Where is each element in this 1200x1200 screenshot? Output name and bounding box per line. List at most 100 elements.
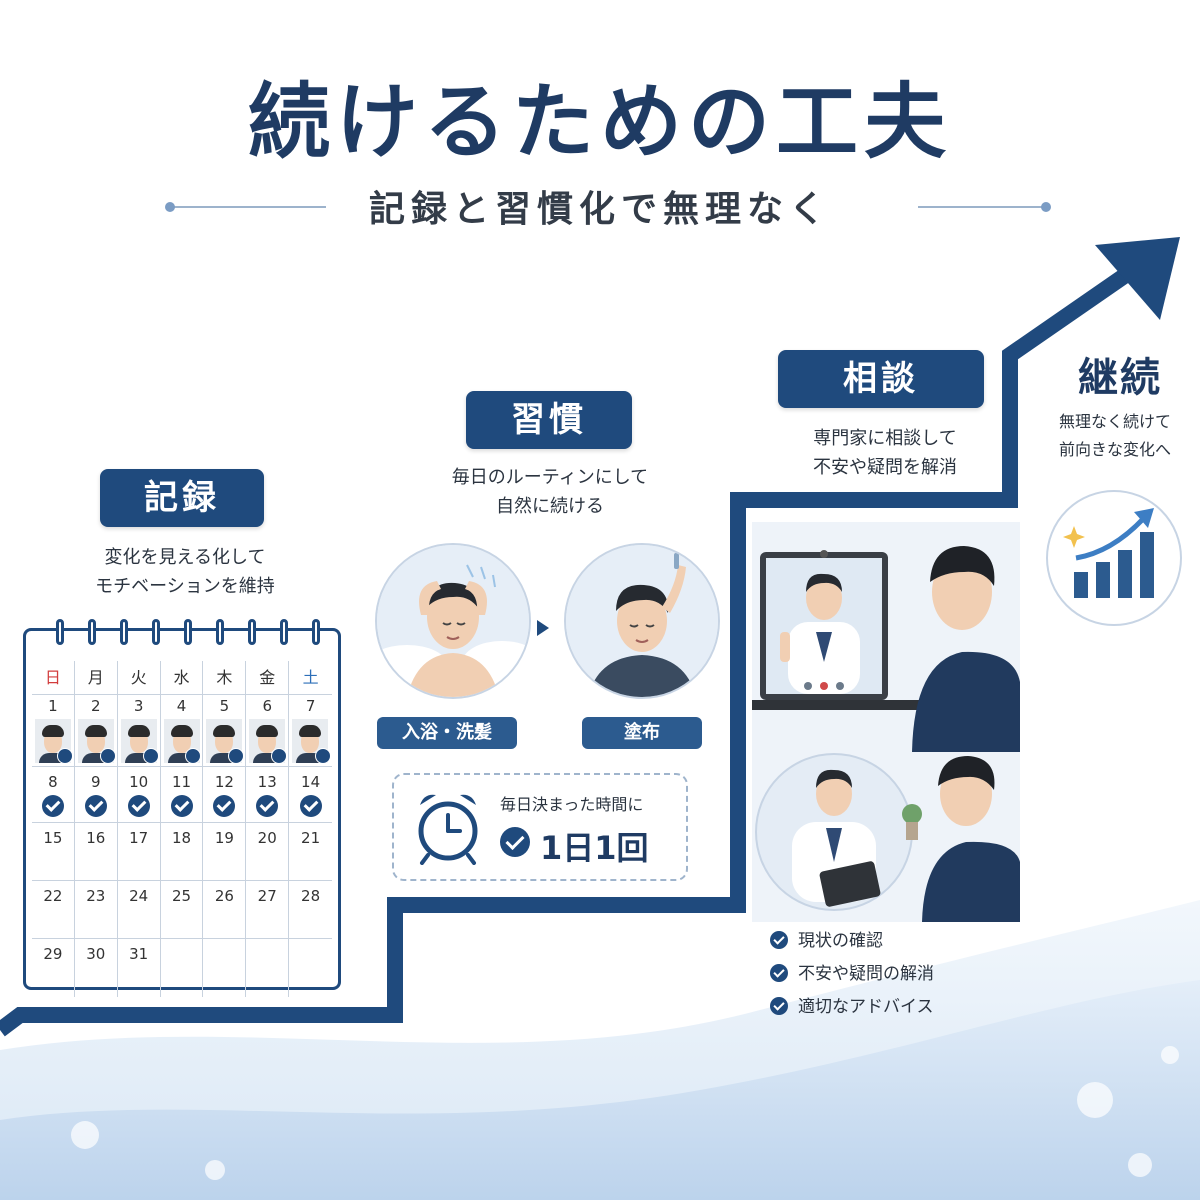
weekday-sat: 土: [289, 661, 333, 695]
checklist-item: 不安や疑問の解消: [770, 958, 1010, 991]
routine-label-apply: 塗布: [582, 717, 702, 749]
calendar-photo-cell: [160, 717, 204, 767]
calendar-day: 18: [160, 823, 204, 881]
staircase-arrowhead: [1095, 237, 1180, 320]
consult-illustration: [748, 522, 1020, 922]
calendar-day: 9: [91, 773, 101, 791]
calendar-day: 20: [246, 823, 290, 881]
weekday-fri: 金: [246, 661, 290, 695]
calendar-day: 7: [305, 697, 316, 715]
check-icon: [315, 748, 332, 764]
calendar-week-5: 29 30 31: [32, 939, 332, 997]
page-subtitle: 記録と習慣化で無理なく: [368, 189, 831, 230]
weekday-thu: 木: [203, 661, 247, 695]
calendar-day: 14: [301, 773, 321, 791]
calendar-day: 24: [117, 881, 161, 939]
calendar-day-checked: 10: [117, 767, 161, 823]
calendar-grid: 日 月 火 水 木 金 土 1 2 3 4 5 6 7 8 9 10 11 12…: [32, 661, 333, 997]
calendar-ring: [280, 619, 288, 645]
routine-box: 毎日決まった時間に 1日1回: [392, 773, 688, 881]
step-desc-habit-line2: 自然に続ける: [496, 496, 604, 517]
checklist-label: 現状の確認: [798, 931, 883, 951]
check-icon: [84, 795, 107, 817]
routine-label-bath: 入浴・洗髪: [377, 717, 517, 749]
check-icon: [770, 931, 788, 949]
check-icon: [228, 748, 245, 764]
calendar-photo-cell: [289, 717, 333, 767]
step-desc-record: 変化を見える化して モチベーションを維持: [40, 543, 330, 601]
calendar-photo-row: [32, 717, 333, 767]
checklist-label: 適切なアドバイス: [798, 997, 934, 1017]
alarm-clock-icon: [418, 794, 478, 865]
calendar-day: 12: [214, 773, 234, 791]
calendar-ring: [184, 619, 192, 645]
calendar-day: 30: [75, 939, 118, 997]
calendar-photo-cell: [246, 717, 290, 767]
bubbles: [71, 1046, 1179, 1180]
applying-illustration: [564, 543, 720, 699]
calendar-day: 4: [161, 695, 204, 717]
bathing-illustration: [375, 543, 531, 699]
checklist-item: 適切なアドバイス: [770, 991, 1010, 1024]
calendar-day: 26: [203, 881, 247, 939]
calendar-day-checked: 12: [203, 767, 247, 823]
calendar-day: 6: [246, 695, 290, 717]
calendar-ring: [216, 619, 224, 645]
step-badge-consult: 相談: [778, 350, 984, 408]
step-desc-habit-line1: 毎日のルーティンにして: [451, 467, 649, 488]
calendar-day: 10: [129, 773, 149, 791]
weekday-wed: 水: [160, 661, 204, 695]
calendar-day-checked: 8: [32, 767, 75, 823]
check-icon: [185, 748, 202, 764]
calendar-day: 28: [289, 881, 333, 939]
calendar-week-3: 15 16 17 18 19 20 21: [32, 823, 333, 881]
calendar-day-checked: 14: [289, 767, 333, 823]
wave-front: [0, 980, 1200, 1200]
calendar-ring: [56, 619, 64, 645]
weekday-mon: 月: [74, 661, 118, 695]
calendar-day: [203, 939, 247, 997]
arrow-right-icon: [537, 620, 549, 636]
check-icon: [256, 795, 279, 817]
calendar-day: 27: [246, 881, 290, 939]
weekday-tue: 火: [117, 661, 161, 695]
subtitle-rule-right: [918, 202, 1051, 212]
calendar-day: 23: [74, 881, 118, 939]
calendar-day: [246, 939, 290, 997]
step-badge-record: 記録: [100, 469, 264, 527]
check-icon: [271, 748, 288, 764]
calendar-day: 15: [32, 823, 75, 881]
calendar-week-4: 22 23 24 25 26 27 28: [32, 881, 333, 939]
check-icon: [56, 748, 73, 764]
step-desc-habit: 毎日のルーティンにして 自然に続ける: [400, 463, 700, 521]
check-icon: [213, 795, 236, 817]
calendar-photo-cell: [32, 717, 75, 767]
calendar-day: [289, 939, 332, 997]
step-desc-continue-line2: 前向きな変化へ: [1058, 440, 1171, 459]
routine-caption: 毎日決まった時間に: [500, 795, 644, 814]
calendar-week-2: 8 9 10 11 12 13 14: [32, 767, 333, 823]
page-title: 続けるための工夫: [247, 75, 952, 170]
check-icon: [500, 827, 530, 857]
calendar-day: 5: [203, 695, 247, 717]
calendar-ring: [248, 619, 256, 645]
checklist-item: 現状の確認: [770, 925, 1010, 958]
calendar-day: 1: [32, 695, 75, 717]
step-desc-continue: 無理なく続けて 前向きな変化へ: [1035, 408, 1195, 464]
staircase-line: [0, 265, 1135, 1037]
calendar-day: 19: [203, 823, 247, 881]
calendar-day: 11: [171, 773, 192, 791]
scalp-photo-thumbnail: [120, 719, 157, 763]
check-icon: [770, 997, 788, 1015]
calendar-day-checked: 11: [160, 767, 204, 823]
check-icon: [770, 964, 788, 982]
weekday-sun: 日: [32, 661, 75, 695]
step-desc-record-line1: 変化を見える化して: [104, 547, 266, 568]
calendar-day: [161, 939, 204, 997]
calendar-day-checked: 13: [246, 767, 290, 823]
calendar-photo-cell: [117, 717, 161, 767]
routine-frequency: 1日1回: [540, 829, 649, 867]
calendar-day: 21: [289, 823, 333, 881]
step-desc-consult: 専門家に相談して 不安や疑問を解消: [760, 424, 1010, 482]
